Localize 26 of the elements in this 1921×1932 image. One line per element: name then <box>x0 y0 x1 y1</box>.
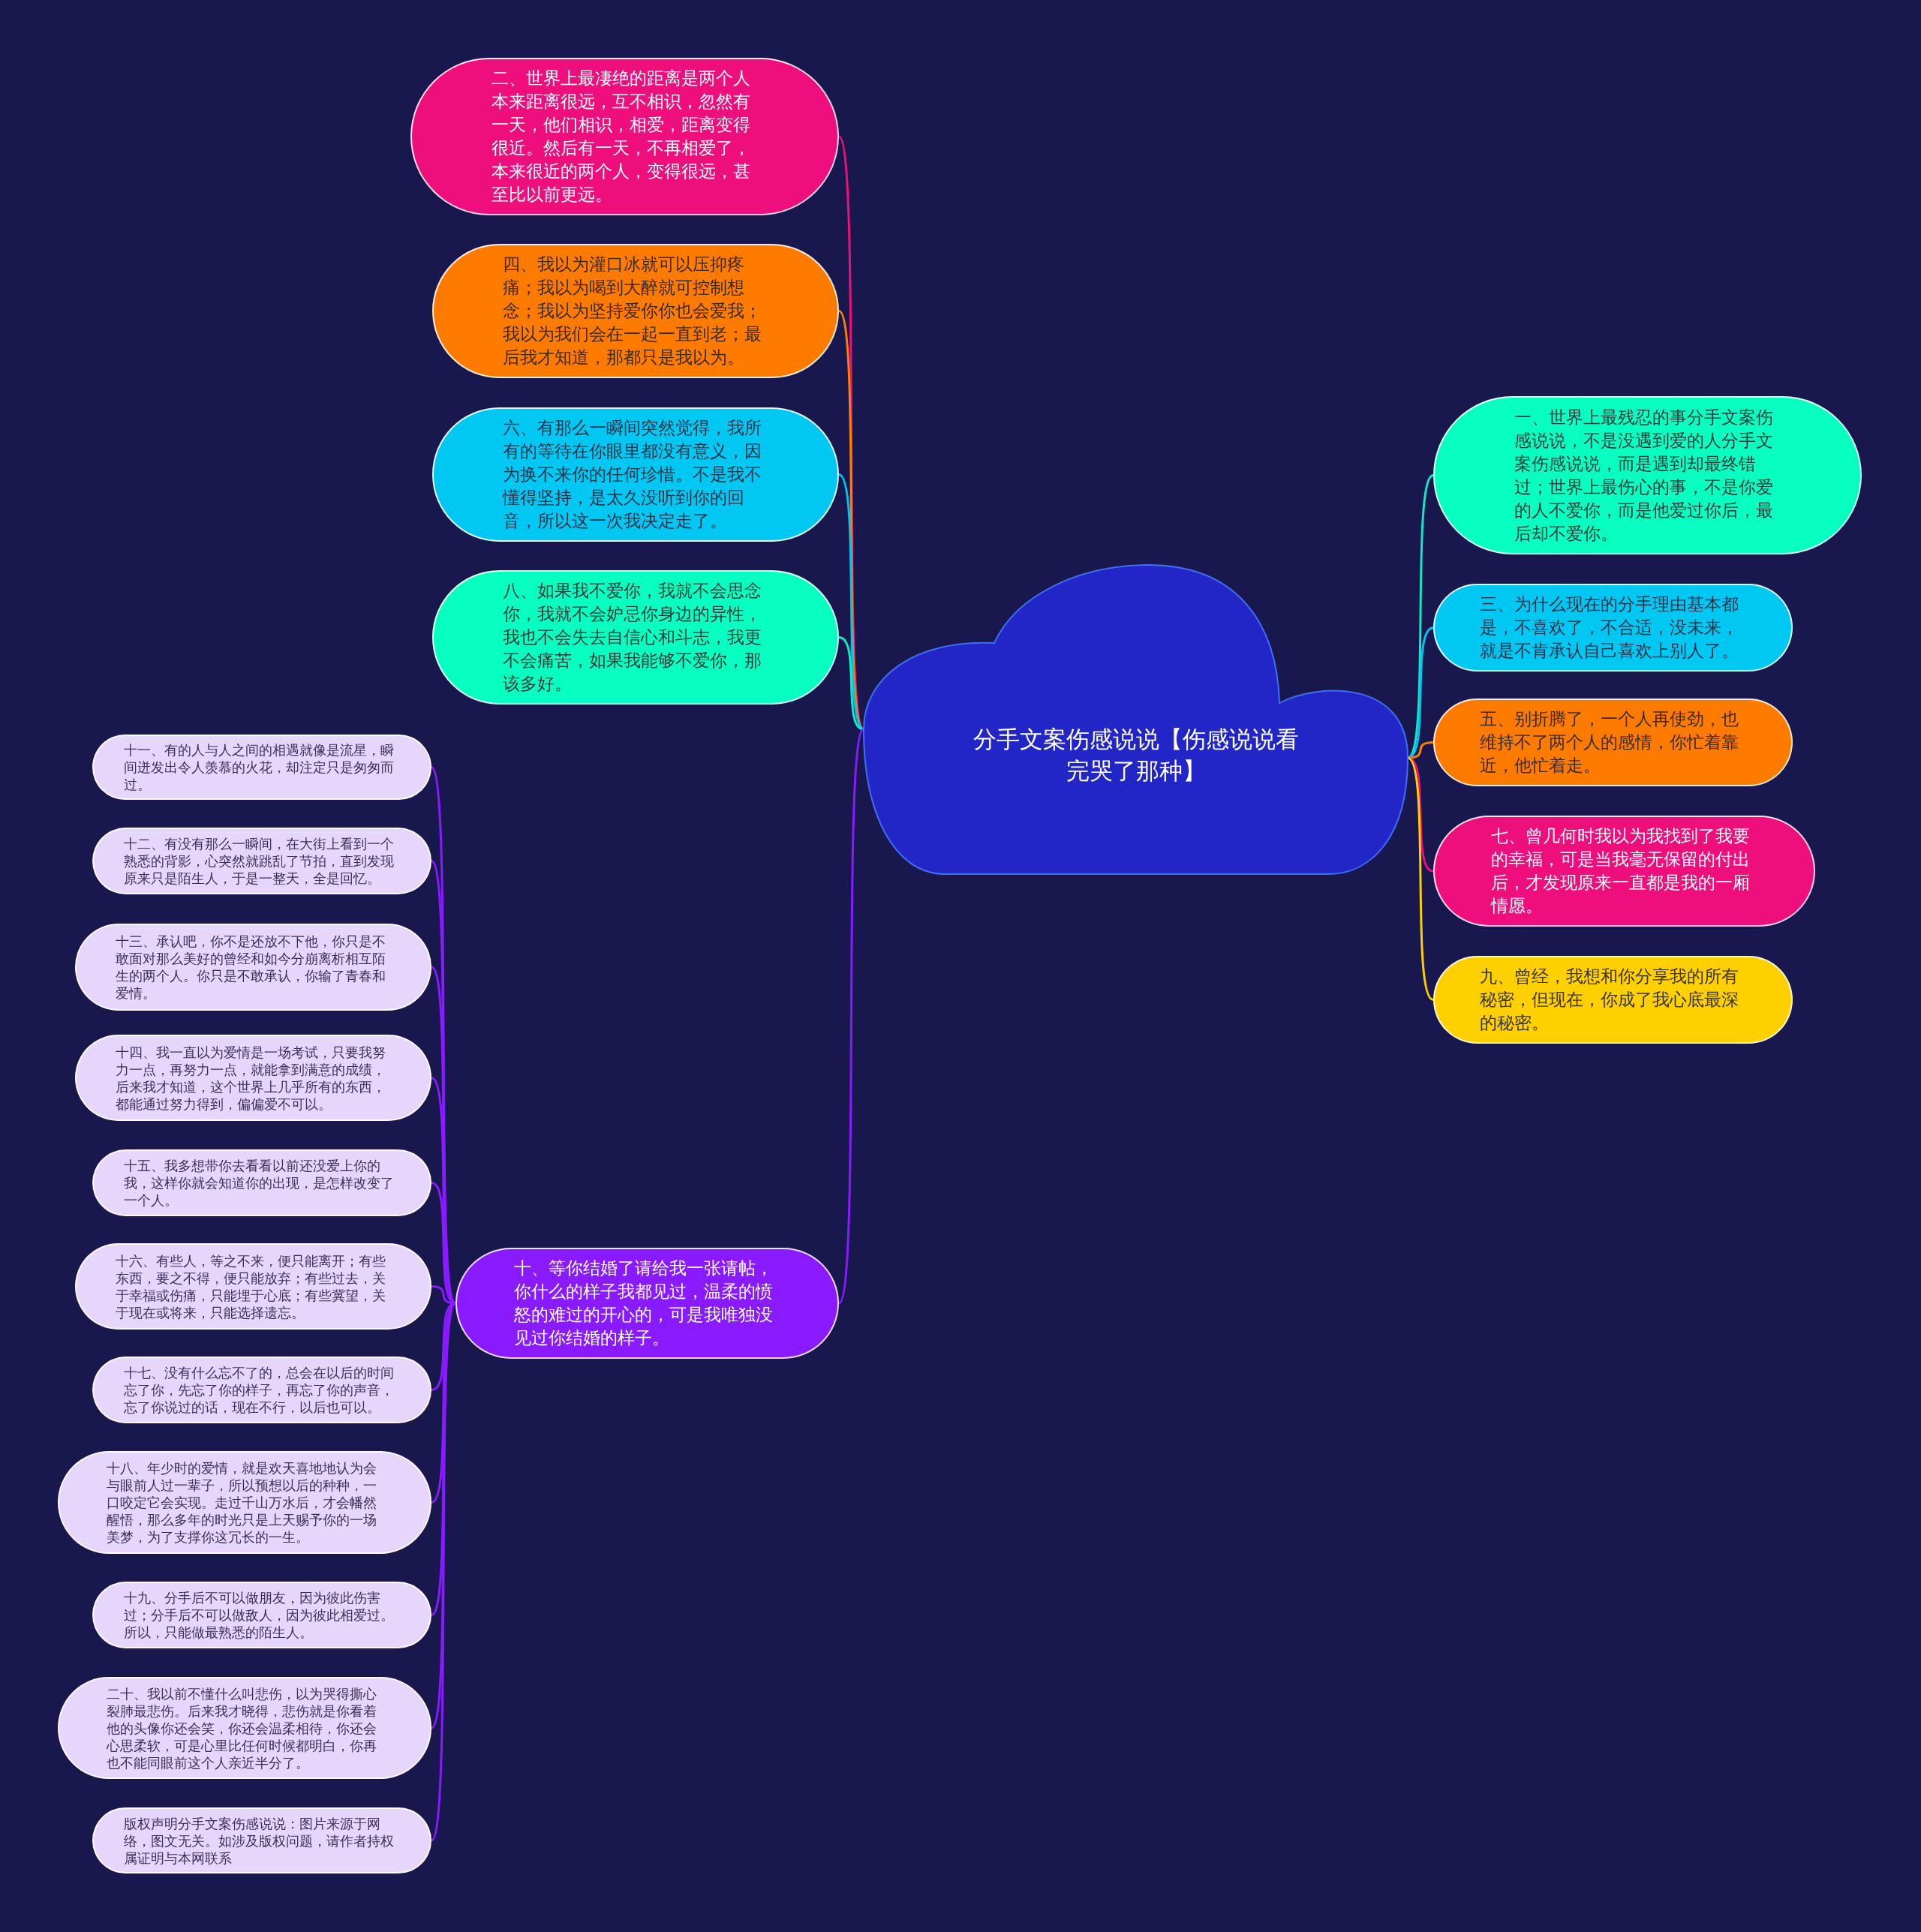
topic-pill: 六、有那么一瞬间突然觉得，我所有的等待在你眼里都没有意义，因为换不来你的任何珍惜。不是我不懂得坚持，是太久没听到你的回音，所以这一次我决定走了。 <box>432 407 839 542</box>
topic-pill: 十三、承认吧，你不是还放不下他，你只是不敢面对那么美好的曾经和如今分崩离析相互陌生的两个人。你只是不敢承认，你输了青春和爱情。 <box>75 924 431 1011</box>
topic-pill: 十、等你结婚了请给我一张请帖，你什么的样子我都见过，温柔的愤怒的难过的开心的，可是我唯独没见过你结婚的样子。 <box>455 1248 839 1359</box>
topic-pill: 三、为什么现在的分手理由基本都是，不喜欢了，不合适，没未来，就是不肯承认自己喜欢上别人了。 <box>1433 584 1793 672</box>
topic-pill: 十五、我多想带你去看看以前还没爱上你的我，这样你就会知道你的出现，是怎样改变了一个人。 <box>92 1149 431 1216</box>
connector-line <box>430 1303 457 1841</box>
connector-line <box>1407 741 1434 759</box>
topic-pill: 十二、有没有那么一瞬间，在大街上看到一个熟悉的背影，心突然就跳乱了节拍，直到发现原来只是陌生人，于是一整天，全是回忆。 <box>92 828 431 894</box>
title-text: 分手文案伤感说说【伤感说说看完哭了那种】 <box>972 725 1300 786</box>
topic-pill: 十九、分手后不可以做朋友，因为彼此伤害过；分手后不可以做敌人，因为彼此相爱过。所以，只能做最熟悉的陌生人。 <box>92 1582 431 1648</box>
topic-pill: 五、别折腾了，一个人再使劲，也维持不了两个人的感情，你忙着靠近，他忙着走。 <box>1433 699 1793 786</box>
topic-pill: 四、我以为灌口冰就可以压抑疼痛；我以为喝到大醉就可控制想念；我以为坚持爱你你也会爱我；我以为我们会在一起一直到老；最后我才知道，那都只是我以为。 <box>432 244 839 378</box>
topic-pill: 九、曾经，我想和你分享我的所有秘密，但现在，你成了我心底最深的秘密。 <box>1433 956 1793 1044</box>
topic-pill: 七、曾几何时我以为我找到了我要的幸福，可是当我毫无保留的付出后，才发现原来一直都是我的一厢情愿。 <box>1433 816 1815 927</box>
topic-pill: 十六、有些人，等之不来，便只能离开；有些东西，要之不得，便只能放弃；有些过去，关于幸福或伤痛，只能埋于心底；有些冀望，关于现在或将来，只能选择遗忘。 <box>75 1243 431 1330</box>
topic-pill: 十四、我一直以为爱情是一场考试，只要我努力一点，再努力一点，就能拿到满意的成绩，后来我才知道，这个世界上几乎所有的东西，都能通过努力得到，偏偏爱不可以。 <box>75 1035 431 1121</box>
topic-pill: 十八、年少时的爱情，就是欢天喜地地认为会与眼前人过一辈子，所以预想以后的种种，一口咬定它会实现。走过千山万水后，才会幡然醒悟，那么多年的时光只是上天赐予你的一场美梦，为了支撑你这冗长的一生。 <box>58 1451 431 1554</box>
topic-pill: 一、世界上最残忍的事分手文案伤感说说，不是没遇到爱的人分手文案伤感说说，而是遇到却最终错过；世界上最伤心的事，不是你爱的人不爱你，而是他爱过你后，最后却不爱你。 <box>1433 396 1862 554</box>
topic-pill: 二十、我以前不懂什么叫悲伤，以为哭得撕心裂肺最悲伤。后来我才晓得，悲伤就是你看着他的头像你还会笑，你还会温柔相待，你还会心思柔软，可是心里比任何时候都明白，你再也不能同眼前这个人亲近半分了。 <box>58 1677 431 1779</box>
topic-pill: 十七、没有什么忘不了的，总会在以后的时间忘了你，先忘了你的样子，再忘了你的声音，忘了你说过的话，现在不行，以后也可以。 <box>92 1357 431 1423</box>
connector-line <box>838 636 864 731</box>
topic-pill: 二、世界上最凄绝的距离是两个人本来距离很远，互不相识，忽然有一天，他们相识，相爱，距离变得很近。然后有一天，不再相爱了，本来很近的两个人，变得很远，甚至比以前更远。 <box>410 58 839 215</box>
topic-pill: 版权声明分手文案伤感说说：图片来源于网络，图文无关。如涉及版权问题，请作者持权属证明与本网联系 <box>92 1807 431 1873</box>
topic-pill: 八、如果我不爱你，我就不会思念你，我就不会妒忌你身边的异性，我也不会失去自信心和斗志，我更不会痛苦，如果我能够不爱你，那该多好。 <box>432 570 839 705</box>
connector-line <box>430 766 457 1304</box>
topic-pill: 十一、有的人与人之间的相遇就像是流星，瞬间迸发出令人羡慕的火花，却注定只是匆匆而过。 <box>92 735 431 800</box>
